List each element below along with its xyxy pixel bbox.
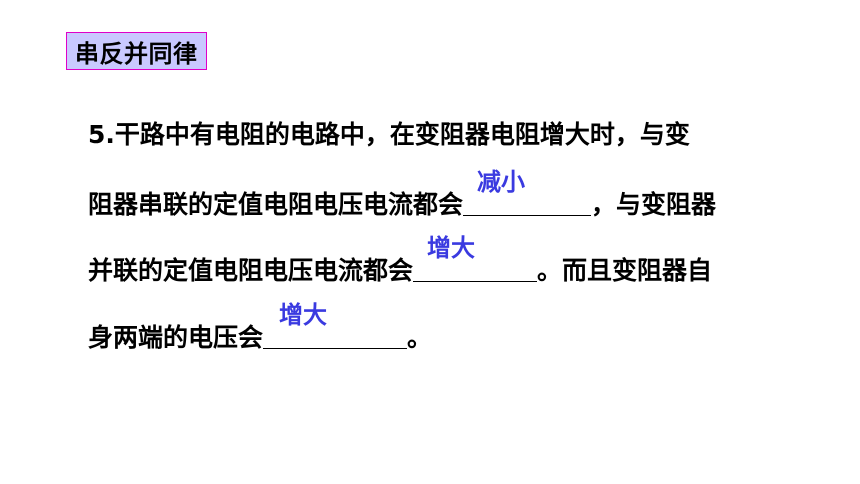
question-text: 。而且变阻器自 xyxy=(537,256,713,285)
question-line-4: 身两端的电压会增大。 xyxy=(88,301,433,355)
answer-blank-1: 减小 xyxy=(463,168,592,216)
question-text: 身两端的电压会 xyxy=(88,323,264,352)
answer-text-1: 减小 xyxy=(477,168,526,196)
question-line-2: 阻器串联的定值电阻电压电流都会减小 ，与变阻器 xyxy=(88,168,717,222)
question-text: 。 xyxy=(407,323,433,352)
question-text: 并联的定值电阻电压电流都会 xyxy=(88,256,414,285)
answer-blank-2: 增大 xyxy=(413,234,538,282)
page-title: 串反并同律 xyxy=(75,39,198,68)
answer-text-3: 增大 xyxy=(279,301,328,329)
answer-blank-3: 增大 xyxy=(263,301,408,349)
question-text: 5.干路中有电阻的电路中，在变阻器电阻增大时，与变 xyxy=(88,120,690,149)
title-box: 串反并同律 xyxy=(66,32,207,70)
question-line-3: 并联的定值电阻电压电流都会增大。而且变阻器自 xyxy=(88,234,713,288)
question-text: ，与变阻器 xyxy=(591,190,717,219)
question-line-1: 5.干路中有电阻的电路中，在变阻器电阻增大时，与变 xyxy=(88,118,690,152)
answer-text-2: 增大 xyxy=(427,234,476,262)
question-text: 阻器串联的定值电阻电压电流都会 xyxy=(88,190,464,219)
